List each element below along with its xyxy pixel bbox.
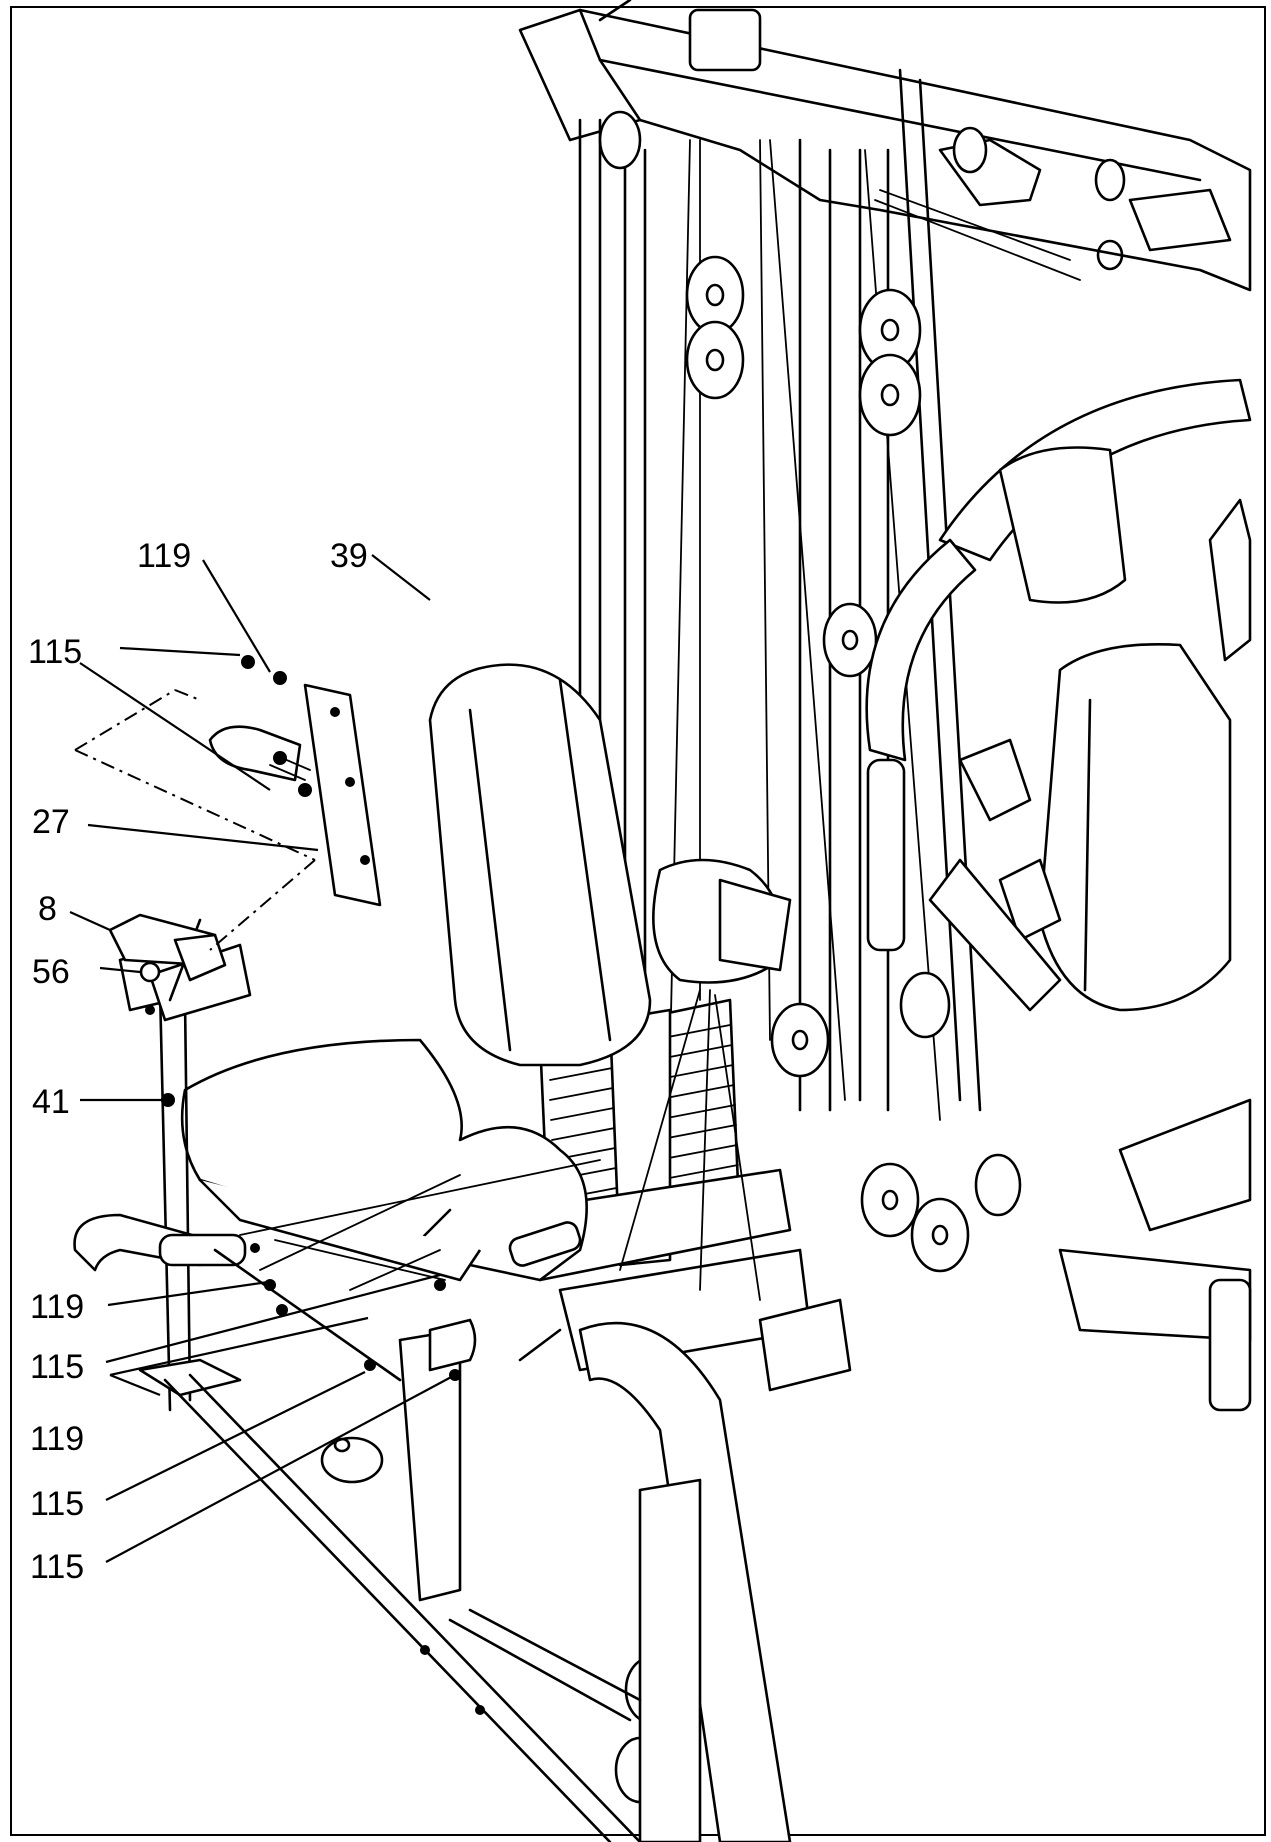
callout-56: 56	[32, 953, 70, 991]
callout-115-lower: 115	[30, 1485, 84, 1523]
callout-119-lower: 119	[30, 1420, 84, 1458]
seat-pad	[180, 1038, 588, 1282]
diagram-border	[10, 6, 1266, 1836]
callout-41: 41	[32, 1083, 70, 1121]
callout-119-middle: 119	[30, 1288, 84, 1326]
callout-labels: 119 39 115 27 8 56 41 119 115 119 115 11…	[28, 537, 368, 1586]
callout-115-middle: 115	[30, 1348, 84, 1386]
callout-leaders	[69, 554, 456, 1563]
callout-115-top: 115	[28, 633, 82, 671]
callout-8: 8	[38, 890, 57, 928]
callout-115-bottom: 115	[30, 1548, 84, 1586]
back-pad	[428, 663, 652, 1067]
callout-39: 39	[330, 537, 368, 575]
callout-119-top: 119	[137, 537, 191, 575]
callout-27: 27	[32, 803, 70, 841]
press-arm-assembly	[865, 378, 1252, 1412]
